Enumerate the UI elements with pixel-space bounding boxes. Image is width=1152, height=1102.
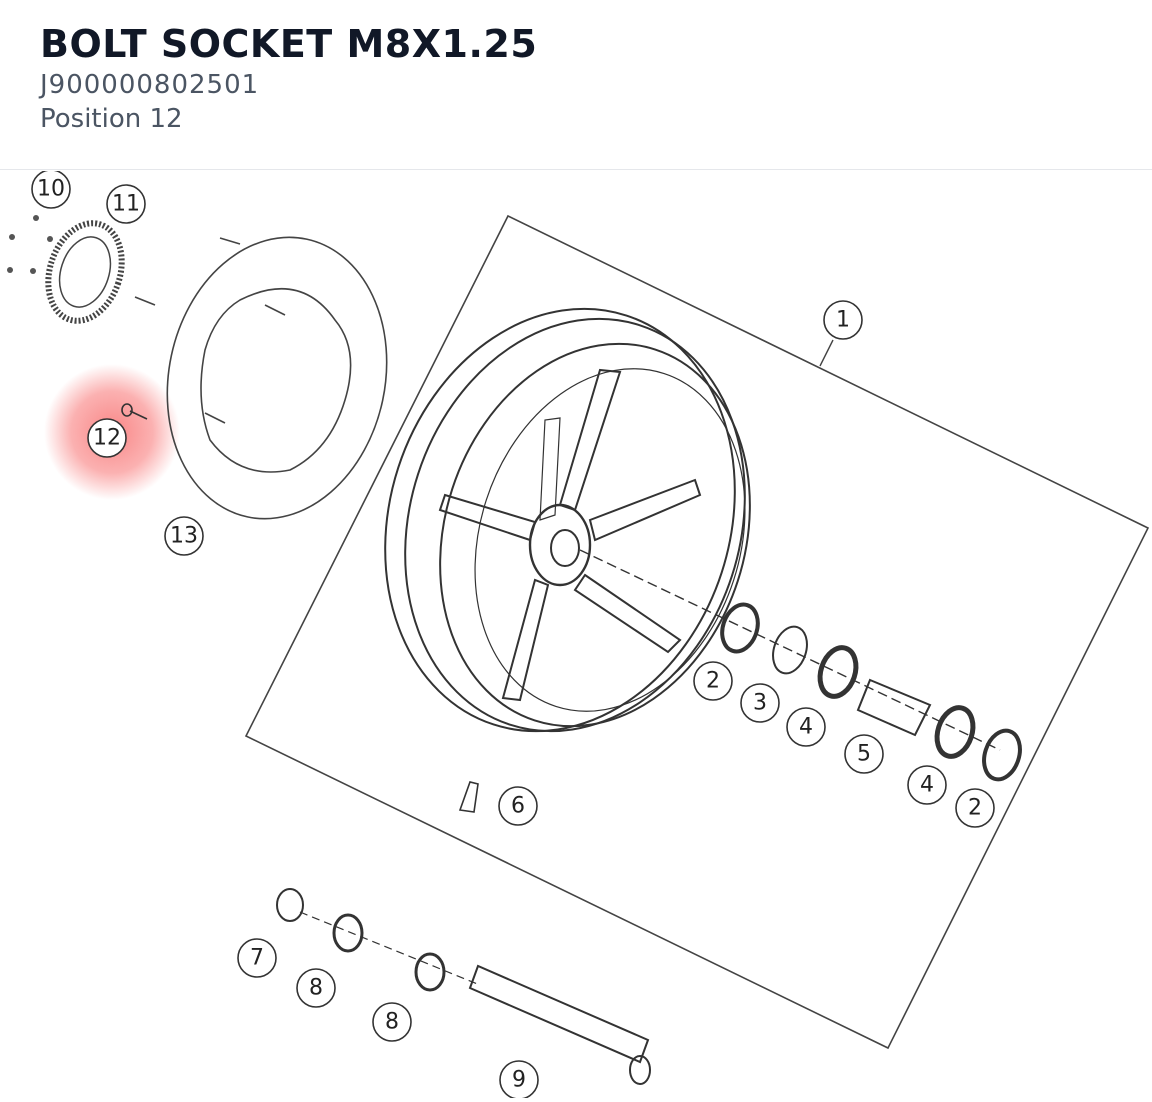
callout-8a[interactable]: 8 (309, 976, 323, 1001)
callouts (31, 169, 995, 1100)
callout-4a[interactable]: 4 (799, 715, 813, 740)
wheel (384, 307, 751, 733)
abs-ring (45, 220, 125, 324)
part-header: BOLT SOCKET M8X1.25 J900000802501 Positi… (0, 0, 1152, 170)
callout-6[interactable]: 6 (511, 794, 525, 819)
part-position: Position 12 (40, 104, 183, 134)
callout-13[interactable]: 13 (170, 524, 198, 549)
part-title: BOLT SOCKET M8X1.25 (40, 22, 538, 66)
callout-7[interactable]: 7 (250, 946, 264, 971)
callout-12[interactable]: 12 (93, 426, 121, 451)
callout-10[interactable]: 10 (37, 177, 65, 202)
callout-2a[interactable]: 2 (706, 669, 720, 694)
brake-disc (134, 236, 388, 520)
exploded-diagram: 1 2 3 4 5 4 2 6 7 8 8 9 10 11 12 13 (0, 169, 1152, 1100)
callout-4b[interactable]: 4 (920, 773, 934, 798)
callout-3[interactable]: 3 (753, 691, 767, 716)
callout-2b[interactable]: 2 (968, 796, 982, 821)
callout-9[interactable]: 9 (512, 1068, 526, 1093)
bolt-item-12 (121, 403, 148, 420)
callout-5[interactable]: 5 (857, 742, 871, 767)
part-number: J900000802501 (40, 70, 260, 100)
callout-11[interactable]: 11 (112, 192, 140, 217)
wheel-assembly-frame (244, 214, 1150, 1050)
callout-1[interactable]: 1 (836, 308, 850, 333)
callout-8b[interactable]: 8 (385, 1010, 399, 1035)
